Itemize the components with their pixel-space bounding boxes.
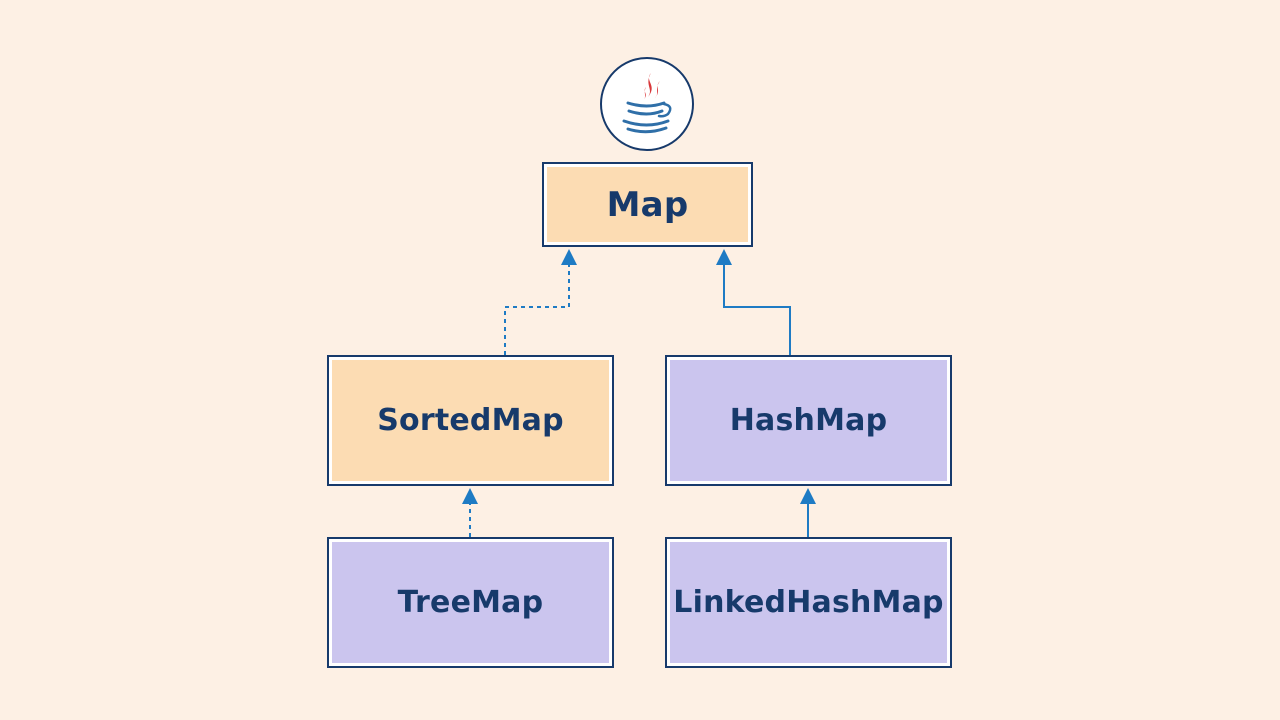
node-treemap: TreeMap xyxy=(327,537,614,668)
node-hashmap-label: HashMap xyxy=(670,360,947,481)
node-linkedhashmap-label: LinkedHashMap xyxy=(670,542,947,663)
node-sortedmap: SortedMap xyxy=(327,355,614,486)
node-map-label: Map xyxy=(547,167,748,242)
edge-hashmap-to-map xyxy=(716,249,791,355)
java-logo xyxy=(600,57,694,151)
java-coffee-cup-icon xyxy=(622,73,672,134)
node-sortedmap-label: SortedMap xyxy=(332,360,609,481)
edge-sortedmap-to-map xyxy=(504,249,577,355)
node-map: Map xyxy=(542,162,753,247)
node-linkedhashmap: LinkedHashMap xyxy=(665,537,952,668)
node-hashmap: HashMap xyxy=(665,355,952,486)
node-treemap-label: TreeMap xyxy=(332,542,609,663)
